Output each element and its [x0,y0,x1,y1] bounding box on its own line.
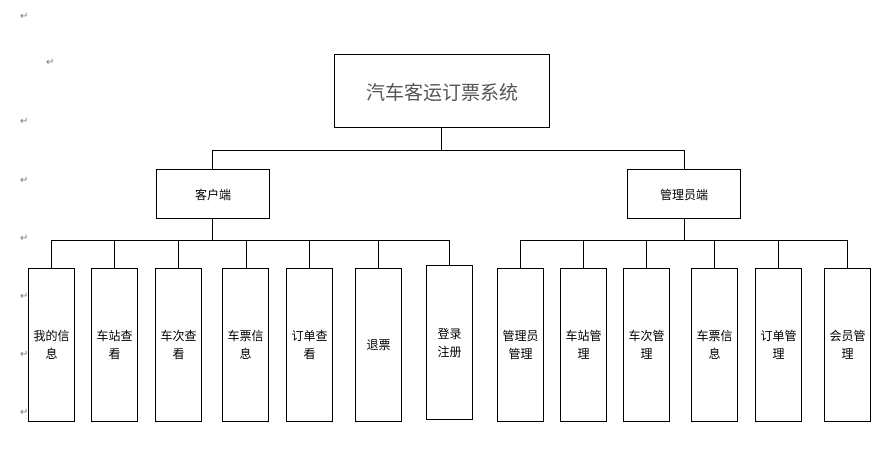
paragraph-mark: ↵ [20,175,29,186]
leaf-label: 车次查看 [160,329,197,361]
leaf-node: 登录注册 [426,265,473,420]
connector-line [114,240,115,268]
connector-line [378,240,379,268]
leaf-node: 我的信息 [28,268,75,422]
leaf-label: 车票信息 [696,329,733,361]
connector-line [778,240,779,268]
paragraph-mark: ↵ [20,407,29,418]
leaf-label: 我的信息 [33,329,70,361]
connector-line [51,240,52,268]
leaf-node: 车票信息 [222,268,269,422]
connector-line [212,150,213,169]
branch-label: 管理员端 [659,187,708,202]
branch-node-admin: 管理员端 [627,169,741,219]
paragraph-mark: ↵ [20,116,29,127]
leaf-label: 车站管理 [565,329,602,361]
connector-line [309,240,310,268]
leaf-label: 会员管理 [829,329,866,361]
leaf-node: 订单查看 [286,268,333,422]
connector-line [178,240,179,268]
paragraph-mark: ↵ [20,349,29,360]
leaf-label: 车次管理 [628,329,665,361]
connector-line [646,240,647,268]
leaf-label: 登录注册 [437,326,462,359]
root-label: 汽车客运订票系统 [365,81,518,104]
connector-line [212,218,213,241]
connector-line [449,240,450,265]
connector-line [520,240,521,268]
connector-line [714,240,715,268]
branch-label: 客户端 [194,187,231,202]
leaf-label: 车票信息 [227,329,264,361]
leaf-label: 车站查看 [96,329,133,361]
connector-line [583,240,584,268]
leaf-node: 车站管理 [560,268,607,422]
connector-line [51,240,450,241]
leaf-node: 会员管理 [824,268,871,422]
leaf-node: 车站查看 [91,268,138,422]
branch-node-client: 客户端 [156,169,270,219]
paragraph-mark: ↵ [20,233,29,244]
connector-line [246,240,247,268]
leaf-node: 车次查看 [155,268,202,422]
leaf-node: 车票信息 [691,268,738,422]
connector-line [441,127,442,150]
leaf-label: 订单查看 [291,329,328,361]
paragraph-mark: ↵ [46,57,55,68]
leaf-label: 退票 [366,338,391,352]
paragraph-mark: ↵ [20,11,29,22]
leaf-node: 订单管理 [755,268,802,422]
leaf-node: 管理员管理 [497,268,544,422]
leaf-label: 订单管理 [760,329,797,361]
connector-line [520,240,848,241]
leaf-label: 管理员管理 [502,329,539,361]
leaf-node: 车次管理 [623,268,670,422]
connector-line [684,150,685,169]
leaf-node: 退票 [355,268,402,422]
connector-line [847,240,848,268]
root-node: 汽车客运订票系统 [334,54,550,128]
paragraph-mark: ↵ [20,291,29,302]
connector-line [212,150,685,151]
connector-line [684,218,685,241]
